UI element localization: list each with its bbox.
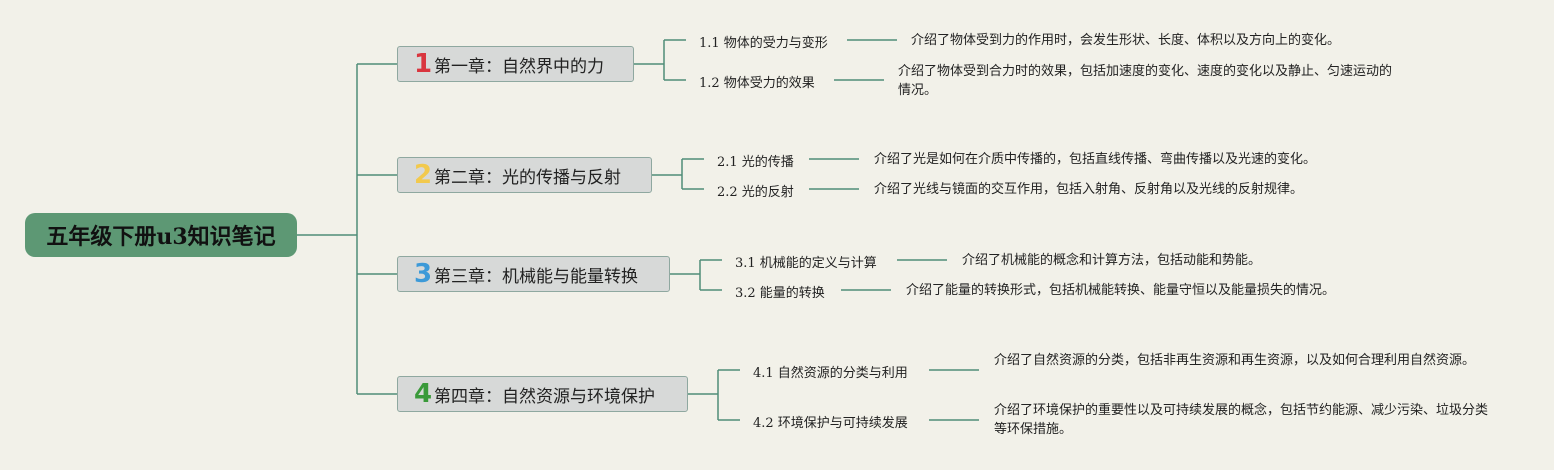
chapter-node-1[interactable]: 1 第一章：自然界中的力 [397,46,634,82]
ch1-branch [634,39,686,81]
topic-desc-2-1: 介绍了光是如何在介质中传播的，包括直线传播、弯曲传播以及光速的变化。 [874,152,1317,167]
root-node[interactable]: 五年级下册u3知识笔记 [25,213,297,257]
topic-desc-3-1: 介绍了机械能的概念和计算方法，包括动能和势能。 [962,253,1262,268]
chapter-title-1: 第一章：自然界中的力 [434,56,604,77]
topic-label-2-2[interactable]: 2.2 光的反射 [717,185,794,200]
topic-label-1-2[interactable]: 1.2 物体受力的效果 [699,76,815,91]
topic-desc-1-2: 介绍了物体受到合力时的效果，包括加速度的变化、速度的变化以及静止、匀速运动的情况… [898,64,1393,98]
chapter-number-2: 2 [414,160,433,190]
ch4-branch [688,369,740,421]
topic-desc-2-2: 介绍了光线与镜面的交互作用，包括入射角、反射角以及光线的反射规律。 [874,182,1304,197]
chapter-node-2[interactable]: 2 第二章：光的传播与反射 [397,157,652,193]
topic-label-4-1[interactable]: 4.1 自然资源的分类与利用 [753,366,908,381]
chapter-title-3: 第三章：机械能与能量转换 [434,266,638,287]
ch3-branch [670,259,722,291]
topic-label-3-2[interactable]: 3.2 能量的转换 [735,286,825,301]
chapter-node-3[interactable]: 3 第三章：机械能与能量转换 [397,256,670,292]
topic-label-3-1[interactable]: 3.1 机械能的定义与计算 [735,256,877,271]
topic-desc-4-1: 介绍了自然资源的分类，包括非再生资源和再生资源，以及如何合理利用自然资源。 [994,353,1476,368]
topic-label-4-2[interactable]: 4.2 环境保护与可持续发展 [753,416,908,431]
topic-desc-3-2: 介绍了能量的转换形式，包括机械能转换、能量守恒以及能量损失的情况。 [906,283,1336,298]
topic-desc-1-1: 介绍了物体受到力的作用时，会发生形状、长度、体积以及方向上的变化。 [911,33,1341,48]
topic-label-2-1[interactable]: 2.1 光的传播 [717,155,794,170]
chapter-node-4[interactable]: 4 第四章：自然资源与环境保护 [397,376,688,412]
chapter-number-4: 4 [414,379,433,409]
topic-desc-4-2: 介绍了环境保护的重要性以及可持续发展的概念，包括节约能源、减少污染、垃圾分类等环… [994,403,1489,437]
chapter-number-1: 1 [414,49,433,79]
chapter-title-2: 第二章：光的传播与反射 [434,167,621,188]
chapter-title-4: 第四章：自然资源与环境保护 [434,386,655,407]
ch2-branch [652,158,704,190]
chapter-number-3: 3 [414,259,433,289]
topic-label-1-1[interactable]: 1.1 物体的受力与变形 [699,36,828,51]
